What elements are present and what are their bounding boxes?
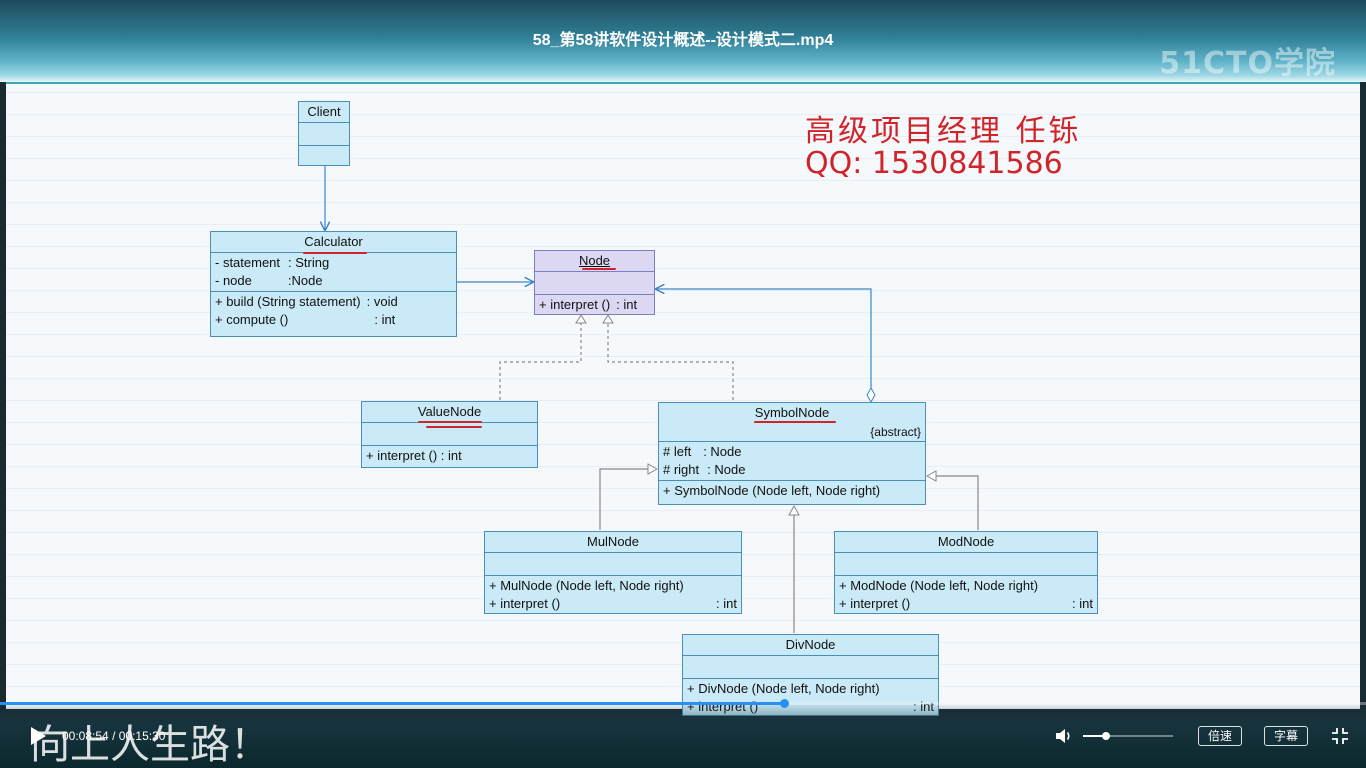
class-calculator: Calculator - statement: String - node:No… <box>210 231 457 337</box>
progress-bar[interactable] <box>0 699 1366 708</box>
generalization-modnode-symbolnode <box>925 470 979 530</box>
class-mulnode: MulNode + MulNode (Node left, Node right… <box>484 531 742 614</box>
class-name: SymbolNode <box>754 405 830 420</box>
attribute: - statement: String <box>215 255 330 270</box>
volume-icon[interactable] <box>1054 726 1074 746</box>
red-underline <box>426 426 482 428</box>
operation: + compute (): int <box>215 312 396 327</box>
generalization-mulnode-symbolnode <box>599 463 659 530</box>
progress-fill <box>0 702 785 705</box>
operation: + DivNode (Node left, Node right) <box>687 681 880 696</box>
volume-fill <box>1083 735 1106 737</box>
operation: + MulNode (Node left, Node right) <box>489 578 684 593</box>
class-client: Client <box>298 101 350 166</box>
qq-number: QQ: 1530841586 <box>805 146 1063 181</box>
red-underline <box>754 421 836 423</box>
operation: + interpret (): int <box>839 596 1093 611</box>
class-name: ModNode <box>835 532 1097 553</box>
red-underline <box>582 268 616 270</box>
stereotype: {abstract} <box>659 423 925 442</box>
class-valuenode: ValueNode + interpret () : int <box>361 401 538 468</box>
operation: + interpret () : int <box>366 448 462 463</box>
class-name: MulNode <box>485 532 741 553</box>
operation: + ModNode (Node left, Node right) <box>839 578 1039 593</box>
operation: + SymbolNode (Node left, Node right) <box>663 483 881 498</box>
operation: + interpret (): int <box>489 596 737 611</box>
realization-valuenode-node <box>499 314 587 400</box>
play-icon[interactable] <box>28 726 48 746</box>
aggregation-symbolnode-node <box>656 289 876 404</box>
class-name: Calculator <box>211 232 456 253</box>
red-underline <box>303 252 367 254</box>
class-name: Node <box>535 251 654 272</box>
subtitle-button[interactable]: 字幕 <box>1264 726 1309 746</box>
generalization-divnode-symbolnode <box>788 504 800 633</box>
operation: + interpret (): int <box>539 297 638 312</box>
total-time: 00:15:30 <box>118 729 166 743</box>
class-symbolnode: SymbolNode {abstract} # left: Node # rig… <box>658 402 926 505</box>
red-underline <box>418 421 482 423</box>
current-time: 00:08:54 <box>62 729 109 743</box>
class-name: Client <box>299 102 349 123</box>
class-name: DivNode <box>683 635 938 656</box>
class-name: ValueNode <box>362 402 537 423</box>
video-title: 58_第58讲软件设计概述--设计模式二.mp4 <box>532 32 834 49</box>
slogan-overlay: 向上人生路！ <box>30 722 270 768</box>
attribute: # right: Node <box>663 462 746 477</box>
class-node: Node + interpret (): int <box>534 250 655 315</box>
attribute: - node:Node <box>215 273 323 288</box>
progress-thumb[interactable] <box>780 699 790 708</box>
player-controls <box>0 702 1366 768</box>
class-modnode: ModNode + ModNode (Node left, Node right… <box>834 531 1098 614</box>
author-name: 高级项目经理 任铄 <box>805 114 1082 149</box>
attribute: # left: Node <box>663 444 742 459</box>
operation: + build (String statement): void <box>215 294 398 309</box>
video-title-bar: 58_第58讲软件设计概述--设计模式二.mp4 51CTO学院 <box>0 0 1366 82</box>
time-display: 00:08:54 / 00:15:30 <box>62 729 166 743</box>
volume-slider[interactable] <box>1083 732 1173 740</box>
volume-thumb[interactable] <box>1101 732 1110 740</box>
realization-symbolnode-node <box>602 314 734 400</box>
51cto-logo: 51CTO学院 <box>1159 46 1336 81</box>
fullscreen-icon[interactable] <box>1330 726 1350 746</box>
speed-button[interactable]: 倍速 <box>1198 726 1243 746</box>
